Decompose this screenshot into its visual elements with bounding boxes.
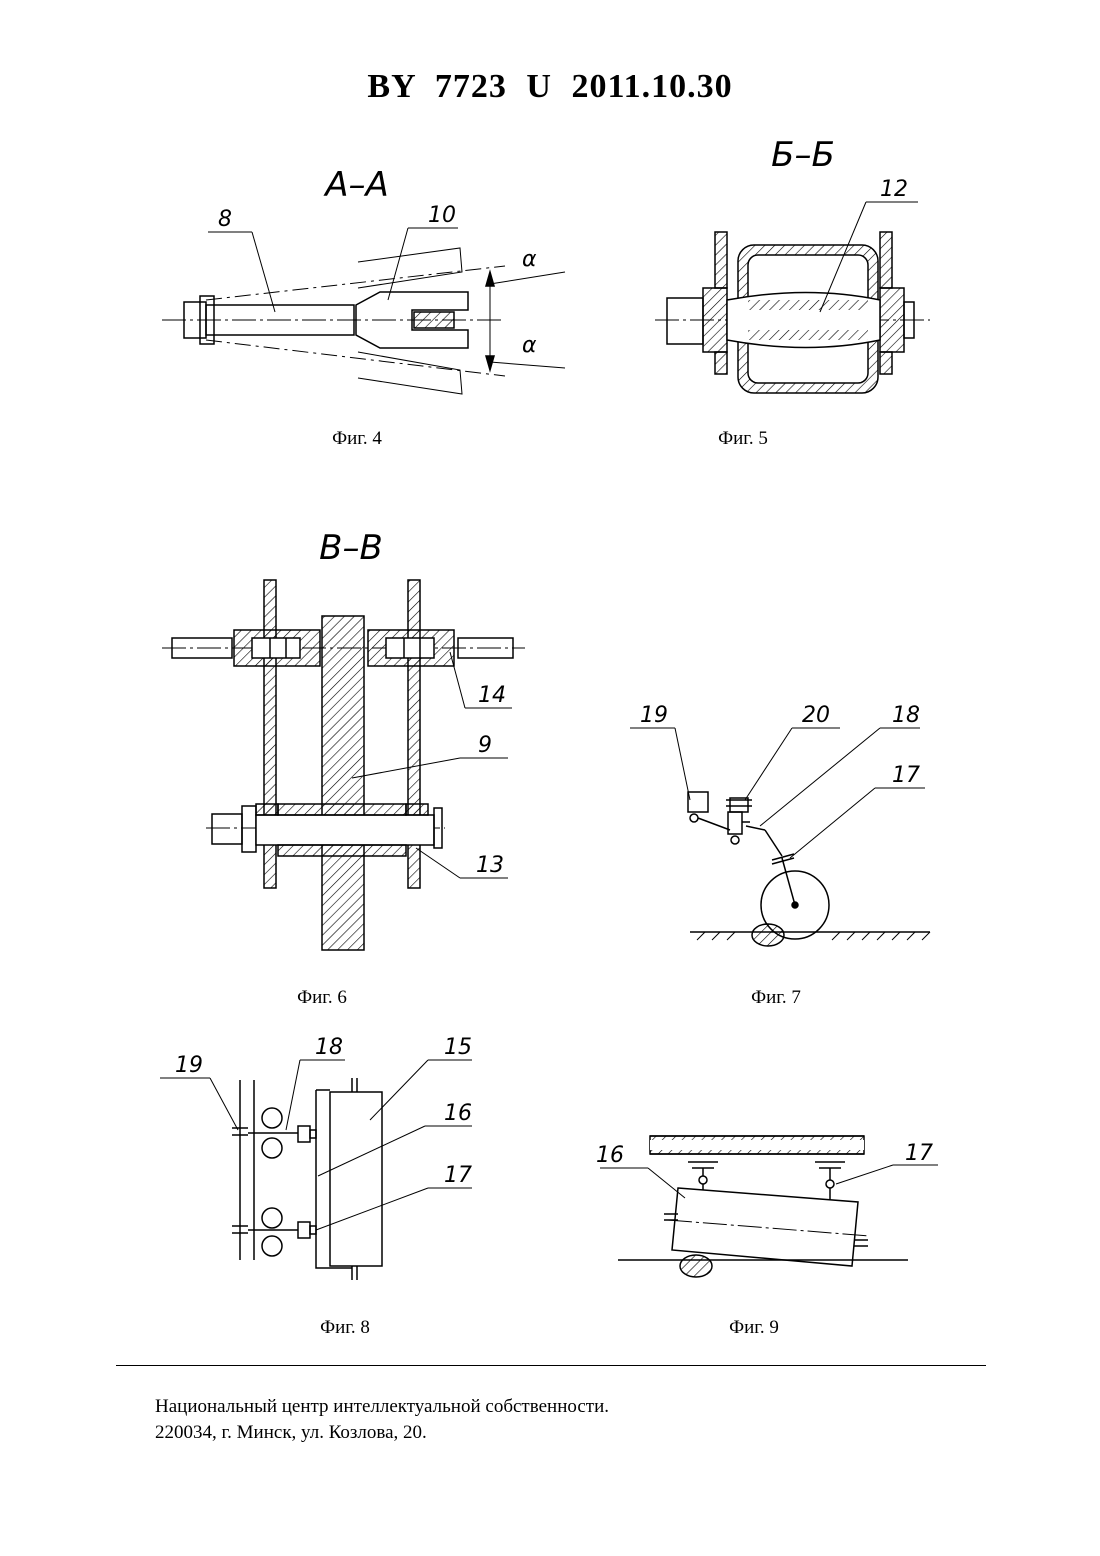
fig8-label-19: 19 [175, 1053, 203, 1078]
figure-6-drawing [162, 580, 525, 950]
figure-caption-6: Фиг. 6 [297, 987, 347, 1009]
fig9-label-17: 17 [905, 1141, 933, 1166]
fig4-label-alpha-bottom: α [522, 333, 537, 358]
fig7-label-19: 19 [640, 703, 668, 728]
fig8-label-15: 15 [444, 1035, 472, 1060]
figure-caption-5: Фиг. 5 [718, 428, 768, 450]
fig7-label-20: 20 [802, 703, 830, 728]
fig5-label-12: 12 [880, 177, 908, 202]
figure-caption-7: Фиг. 7 [751, 987, 801, 1009]
figure-5-drawing [655, 202, 930, 393]
fig7-label-17: 17 [892, 763, 920, 788]
footer-line-1: Национальный центр интеллектуальной собс… [155, 1396, 609, 1418]
fig4-label-alpha-top: α [522, 247, 537, 272]
footer-line-2: 220034, г. Минск, ул. Козлова, 20. [155, 1422, 427, 1444]
footer-divider [116, 1365, 986, 1366]
figure-caption-8: Фиг. 8 [320, 1317, 370, 1339]
fig4-label-8: 8 [218, 207, 232, 232]
fig6-label-14: 14 [478, 683, 506, 708]
fig9-label-16: 16 [596, 1143, 624, 1168]
figure-8-drawing [160, 1060, 472, 1280]
fig8-label-18: 18 [315, 1035, 343, 1060]
fig7-label-18: 18 [892, 703, 920, 728]
fig8-label-16: 16 [444, 1101, 472, 1126]
fig4-label-10: 10 [428, 203, 456, 228]
figure-caption-4: Фиг. 4 [332, 428, 382, 450]
figure-7-drawing [630, 728, 930, 946]
fig8-label-17: 17 [444, 1163, 472, 1188]
figure-4-drawing [162, 228, 565, 394]
fig6-label-9: 9 [478, 733, 492, 758]
figure-caption-9: Фиг. 9 [729, 1317, 779, 1339]
figure-9-drawing [600, 1136, 938, 1277]
fig6-label-13: 13 [476, 853, 504, 878]
